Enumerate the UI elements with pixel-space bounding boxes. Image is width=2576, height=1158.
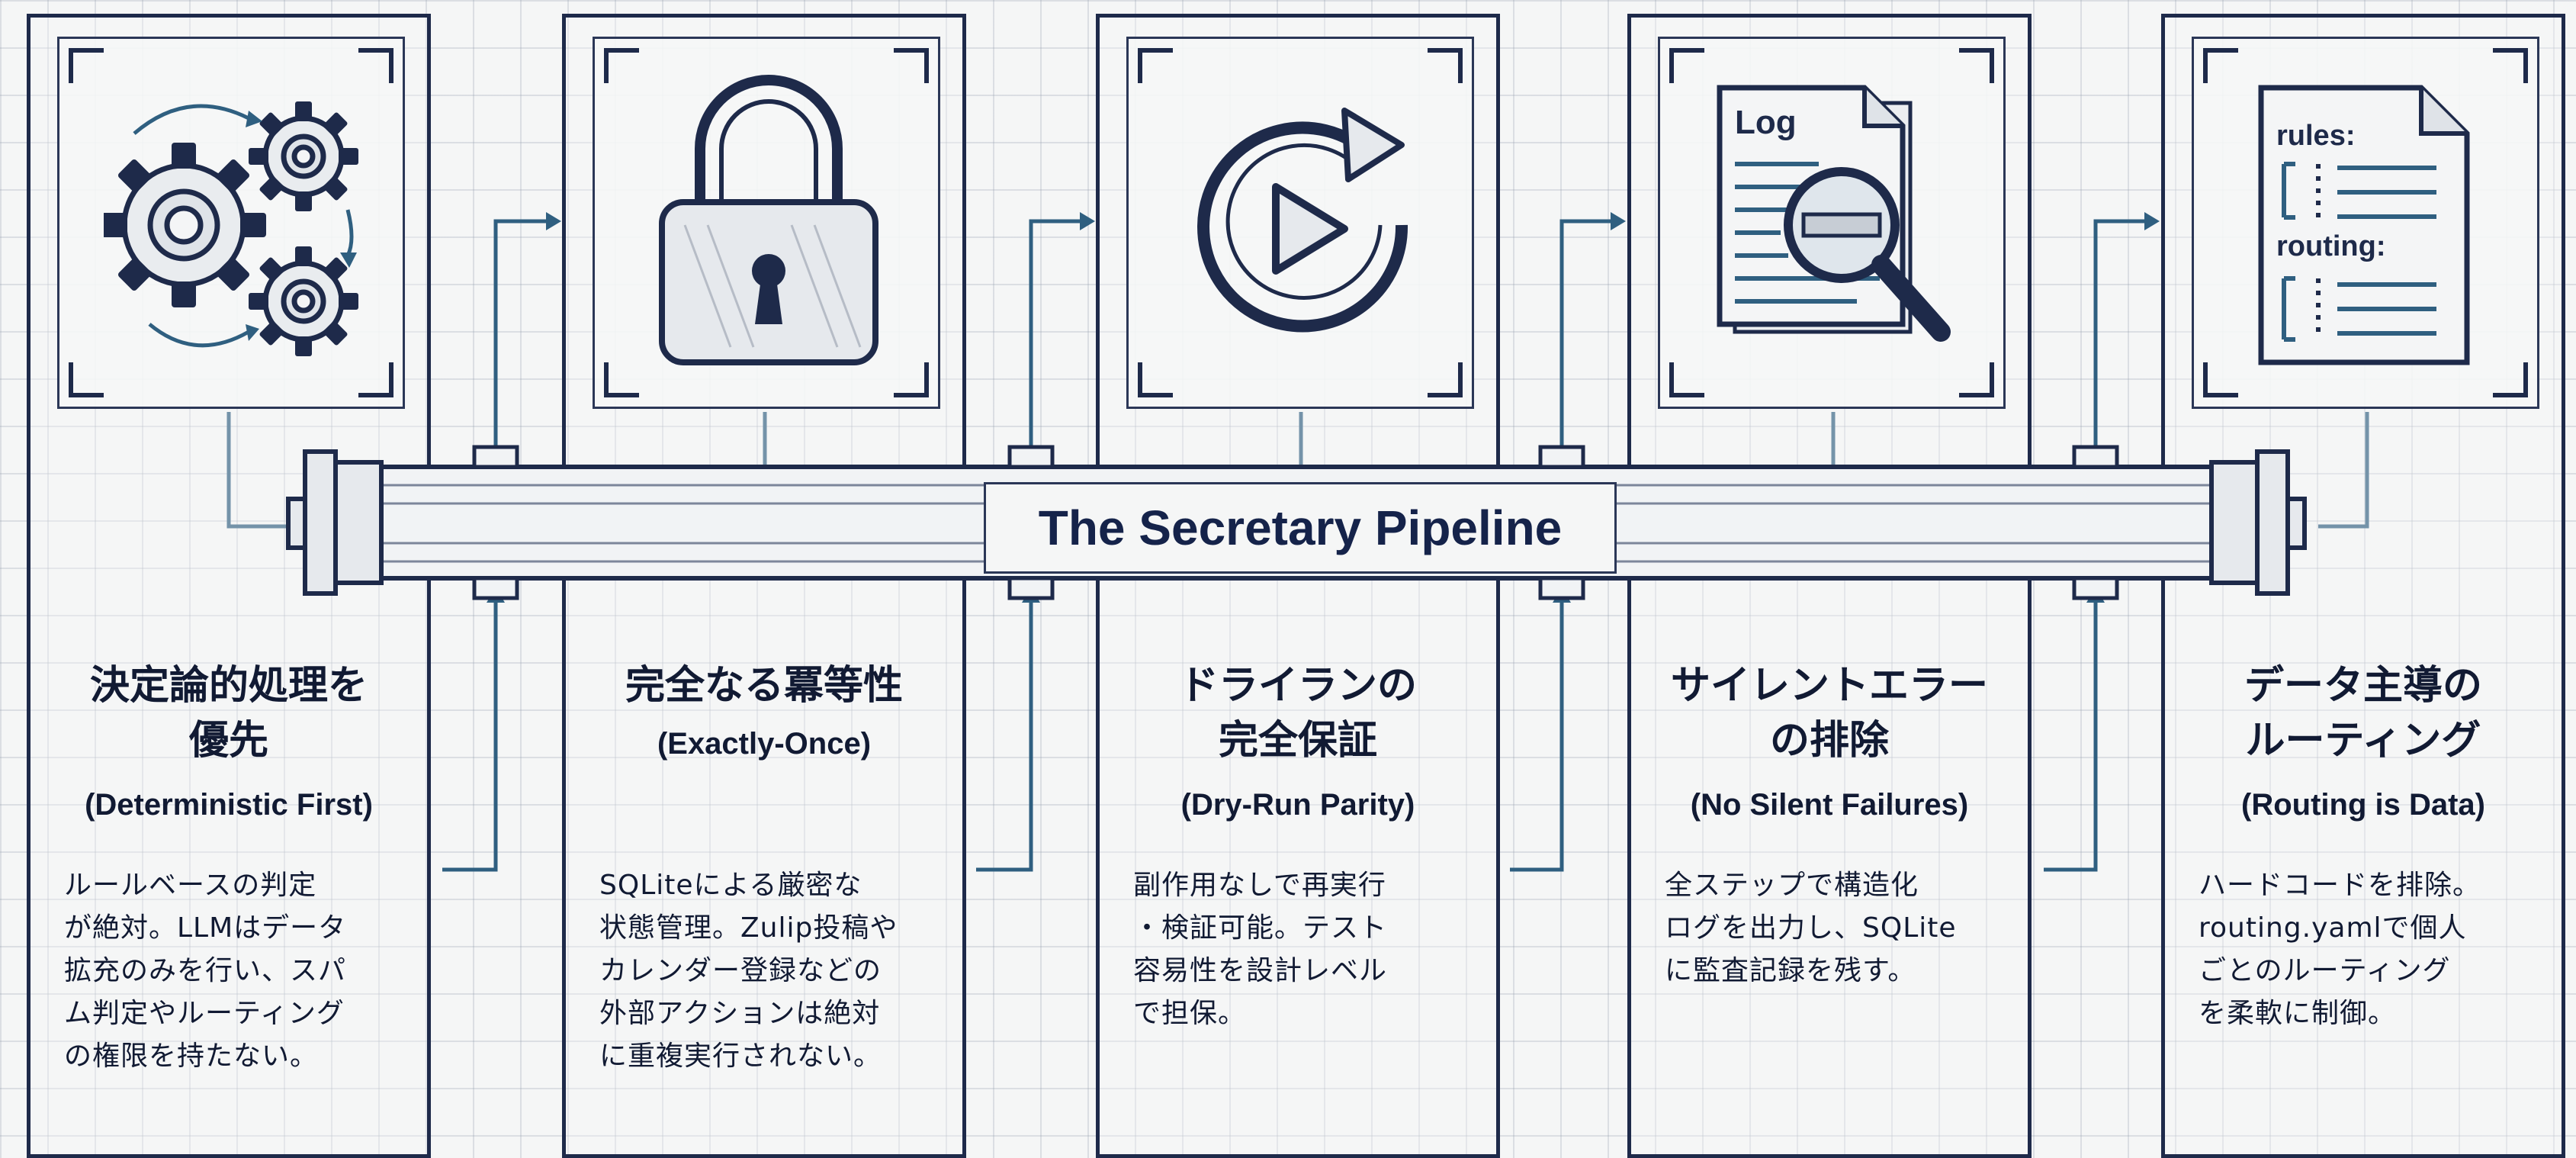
padlock-icon [659, 75, 878, 365]
stage-title: サイレントエラー の排除 [1670, 663, 1988, 764]
stage-panel-exactly-once: 完全なる冪等性 (Exactly-Once) SQLiteによる厳密な 状態管理… [562, 14, 966, 1158]
icon-frame: Log [1658, 37, 2006, 409]
stage-panel-no-silent-failures: Log サイレントエラー の排除 (No Silent Failures) 全ス… [1627, 14, 2032, 1158]
icon-frame [57, 37, 405, 409]
svg-text:rules:: rules: [2276, 120, 2355, 152]
stage-subtitle: (Exactly-Once) [657, 727, 872, 761]
replay-icon [1197, 108, 1408, 333]
svg-text:Log: Log [1735, 104, 1797, 141]
config-document-icon: rules: routing: [2258, 85, 2470, 365]
stage-description: SQLiteによる厳密な 状態管理。Zulip投稿や カレンダー登録などの 外部… [599, 870, 898, 1072]
stage-subtitle: (Routing is Data) [2241, 788, 2485, 822]
gears-icon [104, 101, 358, 356]
stage-panel-routing-is-data: rules: routing: データ主導の ルーティング (Routing i… [2161, 14, 2565, 1158]
stage-title: 決定論的処理を 優先 [89, 663, 368, 764]
stage-description: ルールベースの判定 が絶対。LLMはデータ 拡充のみを行い、スパ ム判定やルーテ… [64, 870, 347, 1072]
stage-title: データ主導の ルーティング [2244, 663, 2482, 764]
icon-frame: rules: routing: [2192, 37, 2539, 409]
stage-title: 完全なる冪等性 [625, 663, 903, 709]
pipeline-title: The Secretary Pipeline [984, 482, 1617, 574]
stage-description: ハードコードを排除。 routing.yamlで個人 ごとのルーティング を柔軟… [2199, 870, 2481, 1029]
stage-subtitle: (Dry-Run Parity) [1180, 788, 1415, 822]
stage-description: 全ステップで構造化 ログを出力し、SQLite に監査記録を残す。 [1665, 870, 1957, 986]
icon-frame [593, 37, 940, 409]
stage-panel-deterministic: 決定論的処理を 優先 (Deterministic First) ルールベースの… [27, 14, 431, 1158]
log-magnifier-icon: Log [1717, 85, 1951, 342]
icon-frame [1126, 37, 1474, 409]
stage-description: 副作用なしで再実行 ・検証可能。テスト 容易性を設計レベル で担保。 [1133, 870, 1388, 1029]
stage-subtitle: (Deterministic First) [85, 788, 373, 822]
svg-text:routing:: routing: [2276, 230, 2386, 262]
stage-subtitle: (No Silent Failures) [1690, 788, 1969, 822]
stage-panel-dry-run: ドライランの 完全保証 (Dry-Run Parity) 副作用なしで再実行 ・… [1096, 14, 1500, 1158]
stage-title: ドライランの 完全保証 [1178, 663, 1417, 764]
